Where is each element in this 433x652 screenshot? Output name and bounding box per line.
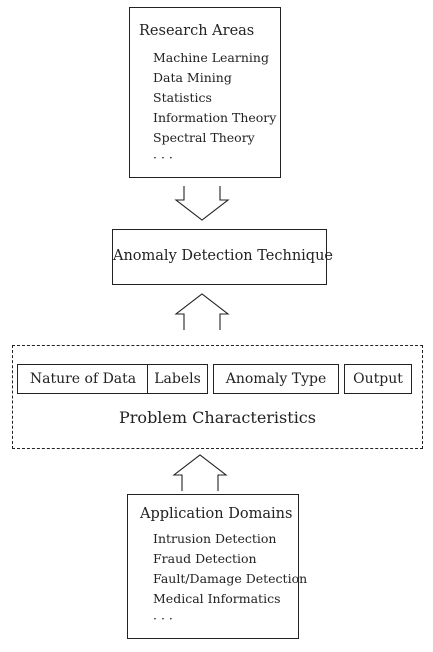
anomaly-type-box: Anomaly Type [213, 364, 339, 394]
problem-characteristics-label: Problem Characteristics [119, 408, 316, 427]
application-domain-item: Fraud Detection [153, 551, 257, 566]
anomaly-type-label: Anomaly Type [225, 371, 327, 387]
anomaly-detection-technique-box: Anomaly Detection Technique [112, 229, 334, 285]
application-domain-item: · · · [153, 611, 173, 626]
research-areas-list: Machine Learning Data Mining Statistics … [153, 48, 276, 168]
labels-box: Labels [147, 364, 208, 394]
down-arrow-icon [174, 186, 230, 221]
research-area-item: · · · [153, 150, 173, 165]
nature-of-data-label: Nature of Data [29, 371, 137, 387]
research-area-item: Information Theory [153, 110, 277, 125]
nature-of-data-box: Nature of Data [17, 364, 149, 394]
research-area-item: Spectral Theory [153, 130, 255, 145]
application-domains-list: Intrusion Detection Fraud Detection Faul… [153, 529, 307, 629]
output-label: Output [353, 371, 403, 387]
research-area-item: Data Mining [153, 70, 232, 85]
application-domain-item: Fault/Damage Detection [153, 571, 308, 586]
research-areas-title: Research Areas [139, 23, 255, 39]
application-domain-item: Medical Informatics [153, 591, 281, 606]
application-domain-item: Intrusion Detection [153, 531, 277, 546]
research-area-item: Machine Learning [153, 50, 269, 65]
labels-label: Labels [154, 371, 201, 387]
problem-characteristics-group: Nature of Data Labels Anomaly Type Outpu… [12, 345, 423, 449]
research-area-item: Statistics [153, 90, 212, 105]
application-domains-box: Application Domains Intrusion Detection … [127, 494, 307, 639]
up-arrow-icon [172, 454, 228, 491]
output-box: Output [344, 364, 412, 394]
research-areas-box: Research Areas Machine Learning Data Min… [129, 7, 281, 178]
application-domains-title: Application Domains [140, 506, 293, 522]
technique-label: Anomaly Detection Technique [113, 248, 334, 264]
up-arrow-icon [174, 293, 230, 330]
